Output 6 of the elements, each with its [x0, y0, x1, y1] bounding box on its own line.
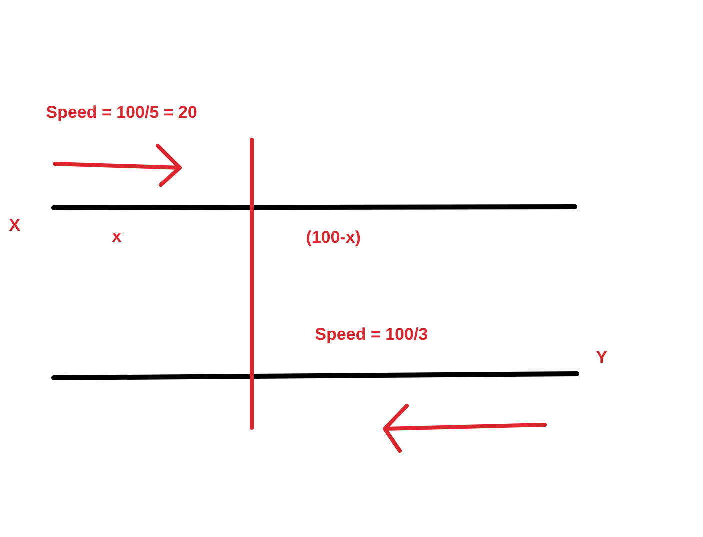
distance-label: (100-x): [307, 230, 360, 247]
point-label: X: [9, 219, 20, 231]
distance-label: x: [112, 233, 122, 242]
speed-label: Speed = 100/5 = 20: [46, 106, 197, 122]
point-label: Y: [596, 351, 608, 363]
speed-label: Speed = 100/3: [316, 328, 428, 344]
